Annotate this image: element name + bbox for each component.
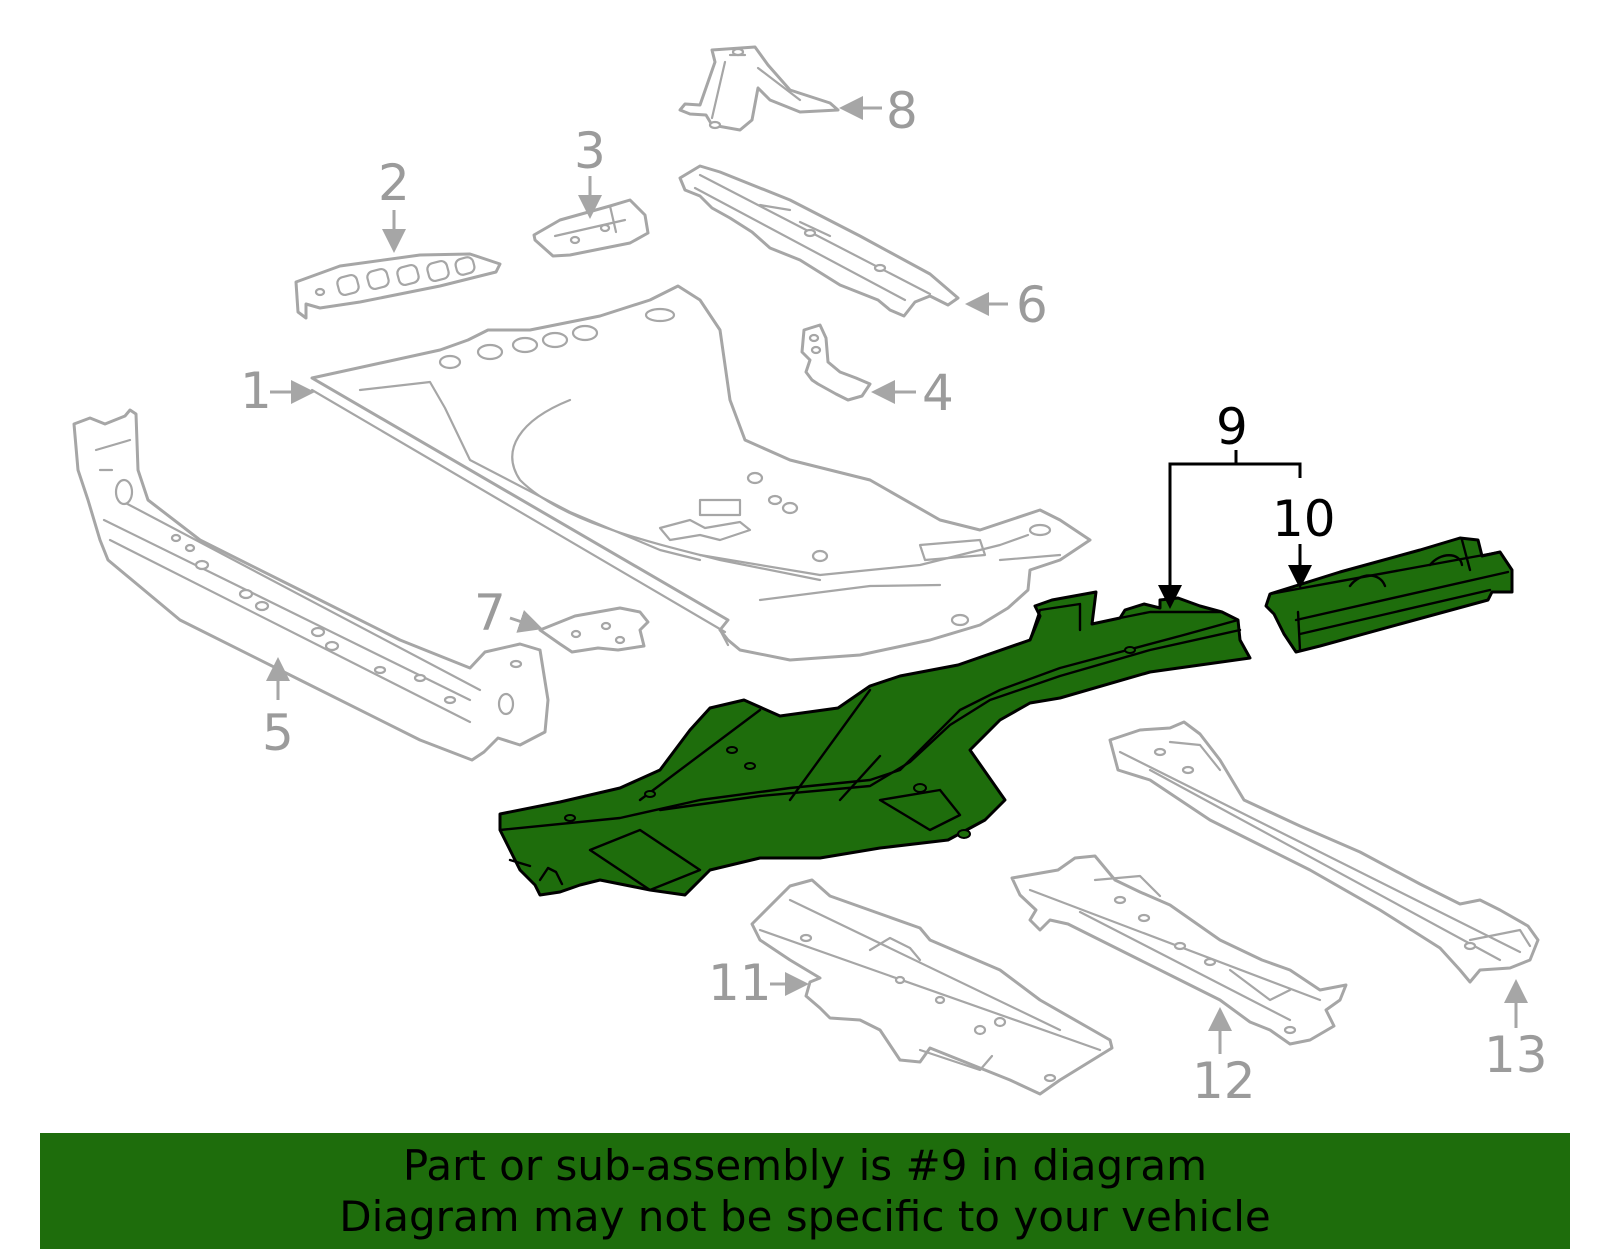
callout-13: 13 [1484,1026,1548,1084]
callout-5: 5 [262,704,294,762]
callout-leaders [266,96,1528,1054]
part-4-bracket [800,323,872,402]
parts-diagram: 1 2 3 4 5 6 7 8 9 10 11 12 13 [72,45,1548,1110]
callout-8: 8 [886,82,918,140]
part-5-cross-member [72,408,550,762]
callout-2: 2 [378,154,410,212]
info-banner: Part or sub-assembly is #9 in diagram Di… [40,1133,1570,1249]
part-2-plate [294,252,502,320]
callout-11: 11 [708,954,772,1012]
part-7-bracket [538,606,650,654]
part-3-bracket [532,198,650,258]
part-8-bracket [678,45,840,132]
callout-7: 7 [474,584,506,642]
callout-6: 6 [1016,276,1048,334]
part-1-floor-pan [310,284,1092,662]
banner-line-2: Diagram may not be specific to your vehi… [339,1192,1271,1241]
part-13-cross-member [1108,720,1540,984]
part-12-cross-member [1010,854,1348,1046]
callout-12: 12 [1192,1052,1256,1110]
callout-10: 10 [1272,490,1336,548]
part-10-frame-extension [1264,536,1514,654]
callout-9: 9 [1216,398,1248,456]
callout-numbers: 1 2 3 4 5 6 7 8 9 10 11 12 13 [240,82,1548,1110]
callout-3: 3 [574,122,606,180]
callout-4: 4 [922,364,954,422]
part-9-frame-rail [498,590,1252,897]
callout-1: 1 [240,362,272,420]
part-6-cross-member [678,164,960,318]
banner-line-1: Part or sub-assembly is #9 in diagram [402,1141,1208,1190]
part-11-cross-member [750,878,1114,1096]
